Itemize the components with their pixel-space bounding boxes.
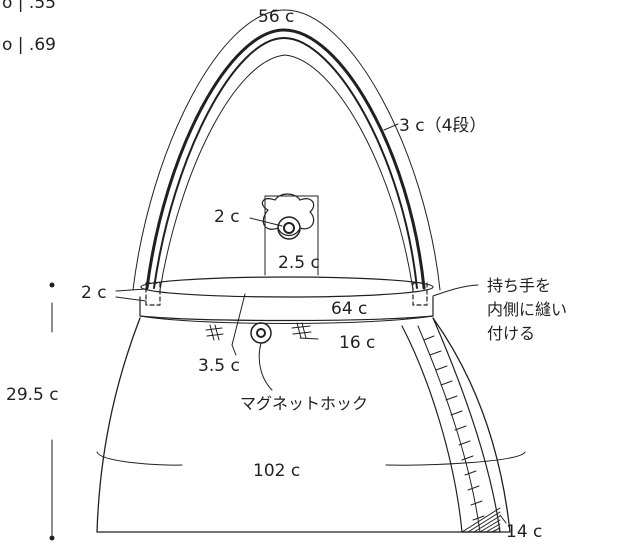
gusset-stitches bbox=[423, 335, 485, 521]
gather-marks-left bbox=[205, 324, 224, 341]
snap-button-inner bbox=[283, 222, 295, 234]
handle-length-label: 56 c bbox=[258, 7, 294, 27]
band-height-label: 2 c bbox=[81, 283, 107, 303]
bag-body bbox=[96, 317, 511, 533]
gather-right-label: 16 c bbox=[339, 333, 375, 353]
magnet-snap-label: マグネットホック bbox=[240, 394, 368, 413]
gusset-width-label: 14 c bbox=[506, 522, 542, 542]
body-circ-curve-right bbox=[385, 451, 526, 466]
strap-end-left bbox=[145, 282, 161, 306]
handle-strap-inner bbox=[153, 37, 418, 289]
band-circ-leader bbox=[231, 293, 246, 346]
tab-length-label: 2.5 c bbox=[278, 253, 320, 273]
tab-flap bbox=[264, 195, 319, 276]
strap-end-right bbox=[412, 282, 428, 306]
magnet-leader bbox=[258, 342, 273, 391]
handle-strap-outer bbox=[145, 28, 426, 290]
band-circumference-label: 64 c bbox=[331, 299, 367, 319]
handle-outline-outer bbox=[132, 9, 441, 291]
handle-width-leader bbox=[383, 123, 399, 131]
flower-button bbox=[261, 193, 315, 237]
handle-width-label: 3 c（4段） bbox=[399, 116, 486, 136]
note-line-1: 持ち手を bbox=[487, 276, 551, 295]
note-line-2: 内側に縫い bbox=[487, 300, 567, 319]
gather-left-label: 3.5 c bbox=[198, 356, 240, 376]
band-top-ellipse bbox=[140, 276, 434, 298]
height-dim-top-dot bbox=[49, 282, 55, 288]
height-label: 29.5 c bbox=[6, 385, 59, 405]
gather-marks-right bbox=[291, 322, 319, 340]
tab-leader bbox=[249, 217, 283, 227]
top-left-note-2: o | .69 bbox=[2, 35, 56, 55]
gusset-bottom-hatch bbox=[461, 507, 501, 533]
height-dim-bottom-dot bbox=[49, 535, 55, 541]
gusset-center-line bbox=[417, 325, 481, 533]
snap-button-outer bbox=[277, 216, 301, 240]
tab-width-label: 2 c bbox=[214, 207, 240, 227]
gather-left-leader bbox=[231, 344, 237, 356]
band-front bbox=[139, 296, 434, 322]
body-circumference-label: 102 c bbox=[253, 461, 300, 481]
top-left-note-1: o | .55 bbox=[2, 0, 56, 13]
body-circ-curve-left bbox=[96, 451, 183, 466]
band-height-leader bbox=[115, 288, 147, 302]
handle-outline-inner bbox=[159, 54, 414, 291]
band-front-lower bbox=[139, 315, 434, 324]
magnet-snap-outer bbox=[250, 322, 272, 344]
gusset-leader bbox=[499, 514, 507, 524]
note-line-3: 付ける bbox=[487, 324, 535, 343]
magnet-snap-inner bbox=[256, 328, 266, 338]
gusset-panel bbox=[401, 317, 501, 533]
note-leader bbox=[432, 284, 479, 297]
